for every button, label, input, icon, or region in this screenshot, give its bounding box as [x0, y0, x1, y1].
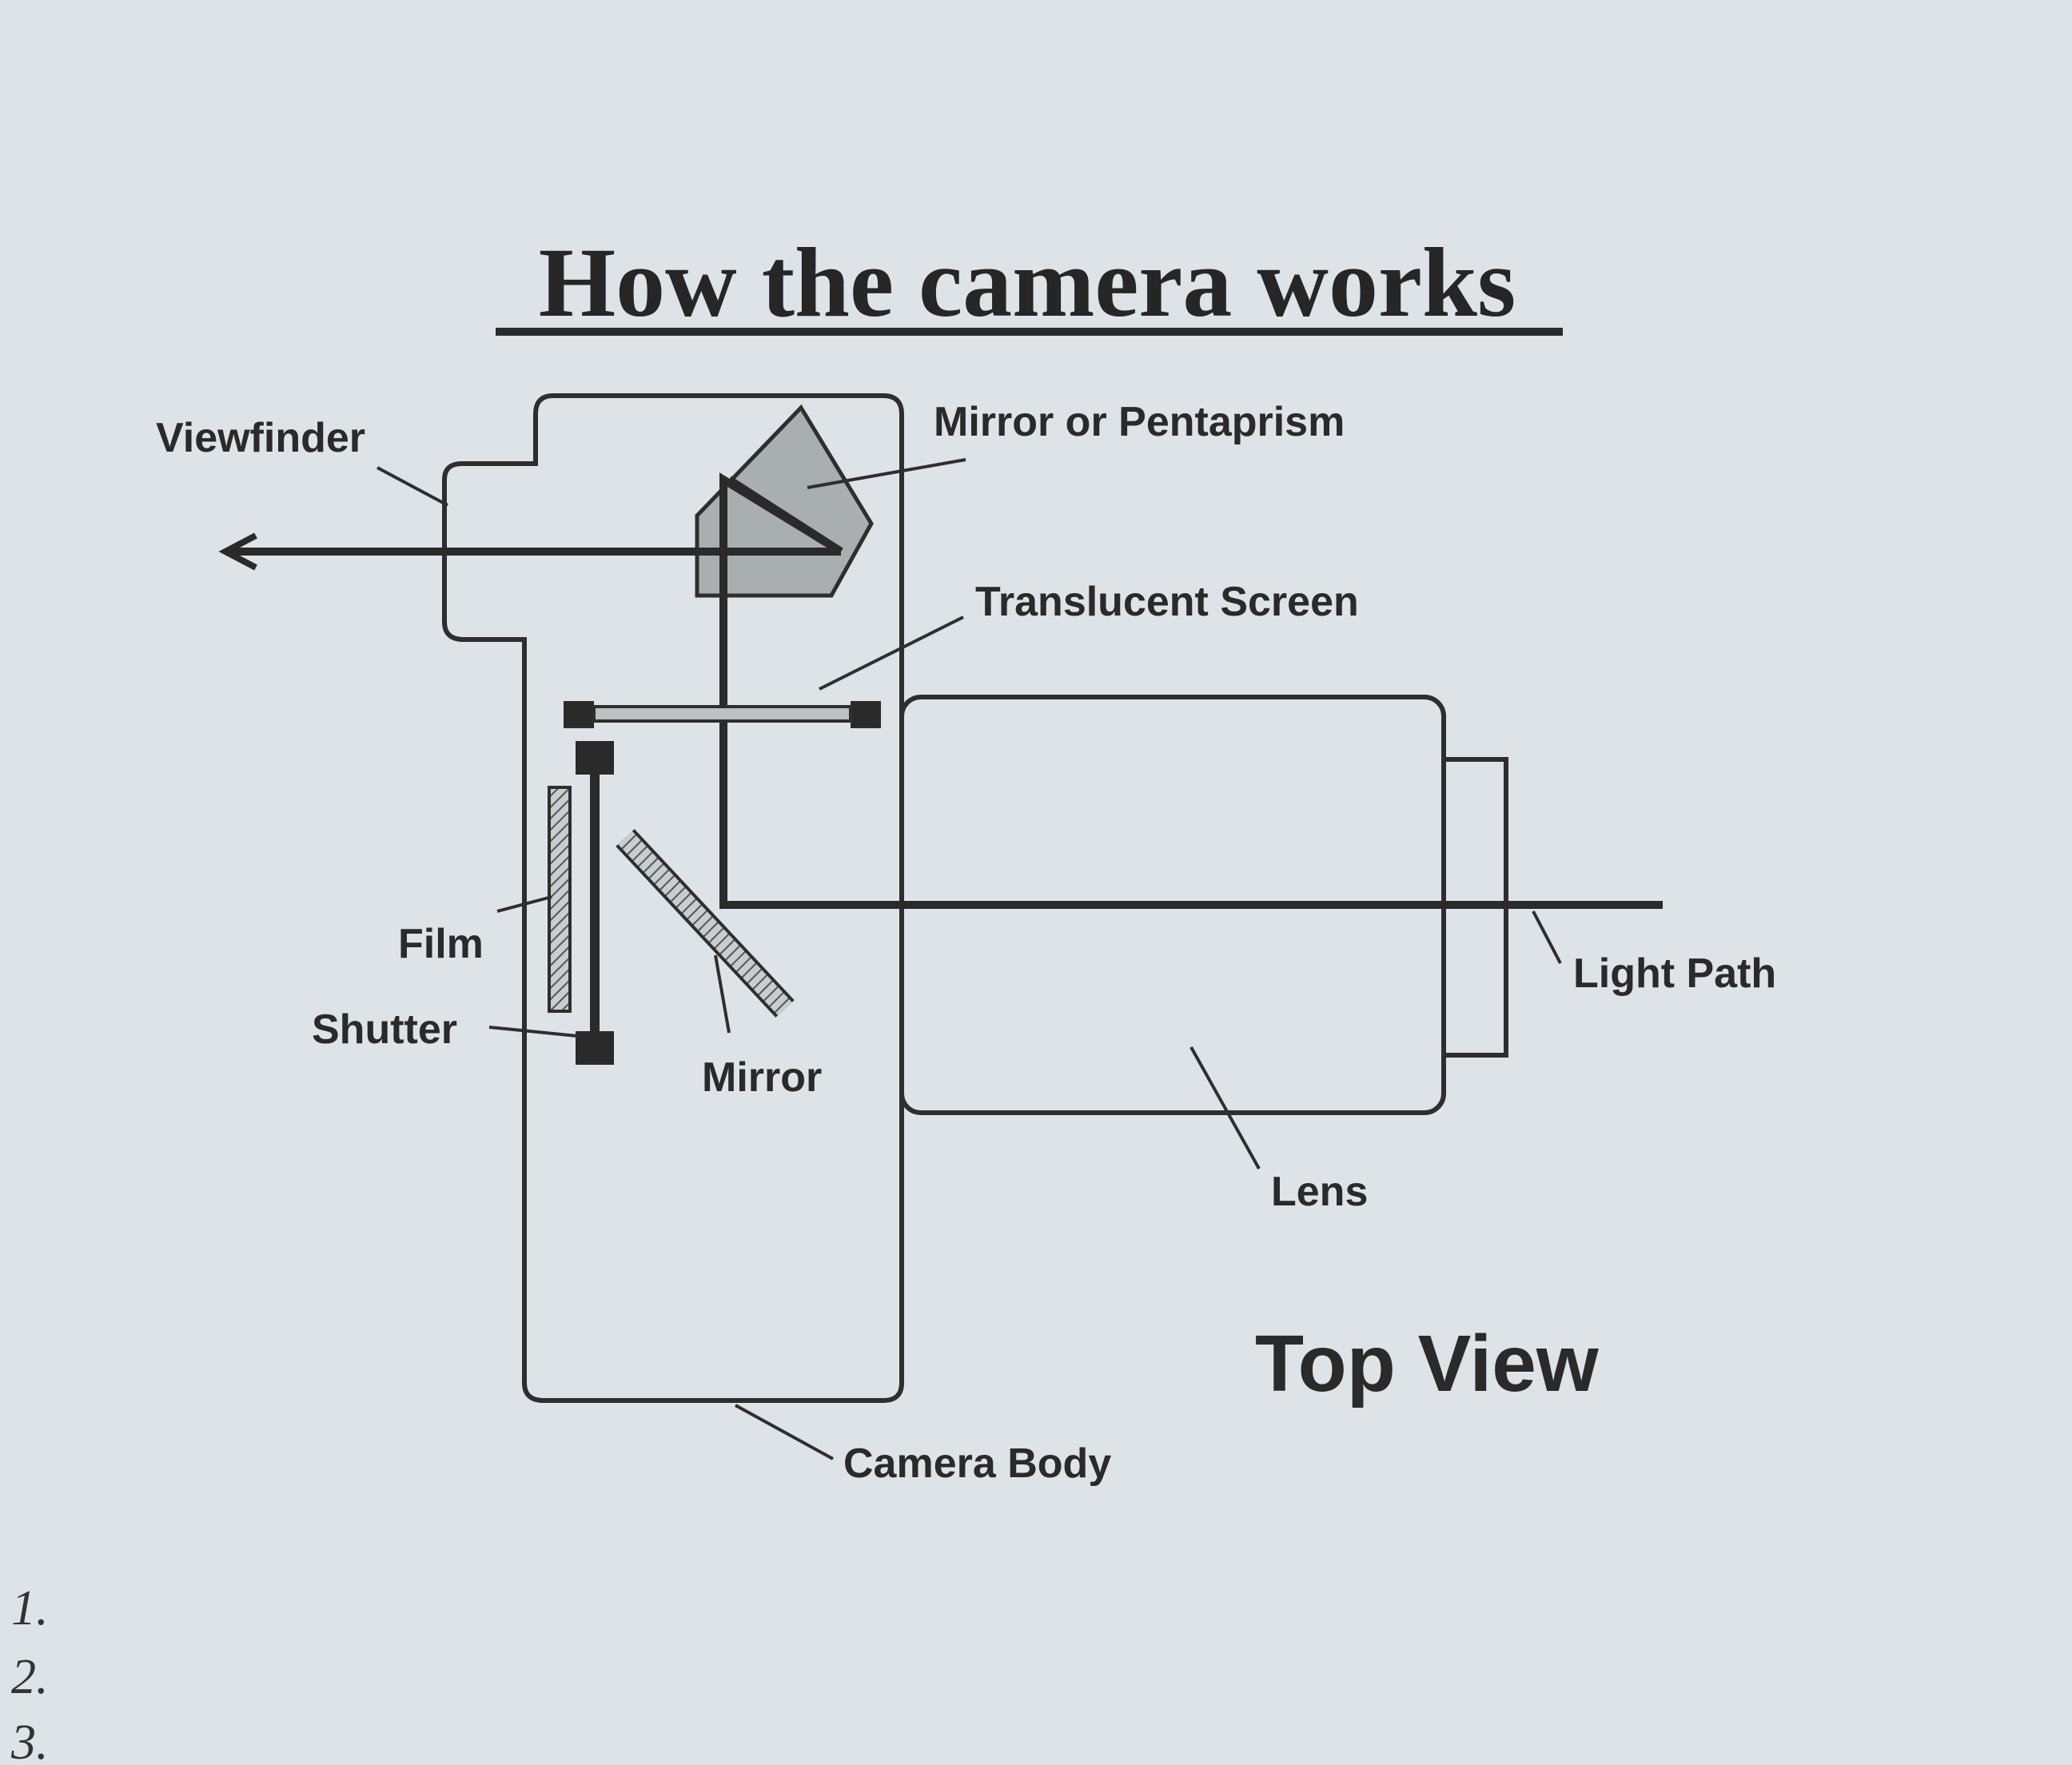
label-top-view: Top View: [1255, 1319, 1599, 1408]
translucent-screen: [592, 705, 852, 723]
title-underline: [496, 328, 1563, 336]
screen-leader: [819, 616, 964, 691]
page-title: How the camera works: [539, 228, 1516, 337]
film-leader: [496, 895, 552, 913]
screen-bracket-left: [564, 701, 594, 728]
label-viewfinder: Viewfinder: [156, 415, 365, 461]
arrow-head-icon: [218, 532, 257, 571]
label-light-path: Light Path: [1573, 950, 1776, 997]
list-item-3: 3.: [10, 1715, 49, 1765]
camera-body-leader: [735, 1404, 834, 1460]
light-path-leader: [1532, 910, 1562, 964]
label-camera-body: Camera Body: [843, 1440, 1111, 1487]
shutter-bottom-block: [576, 1031, 614, 1065]
pentaprism-leader: [807, 458, 966, 489]
film: [548, 786, 572, 1013]
shutter-top-block: [576, 741, 614, 775]
label-shutter: Shutter: [312, 1006, 457, 1053]
viewfinder-leader: [377, 466, 448, 507]
label-film: Film: [398, 921, 484, 967]
label-mirror-or-pentaprism: Mirror or Pentaprism: [934, 399, 1345, 445]
lens-leader: [1189, 1046, 1261, 1169]
screen-bracket-right: [851, 701, 881, 728]
shutter-leader: [488, 1026, 578, 1038]
mirror-leader: [714, 954, 731, 1034]
light-path-line: [719, 472, 1663, 909]
label-translucent-screen: Translucent Screen: [975, 579, 1359, 625]
label-mirror: Mirror: [702, 1054, 822, 1101]
label-lens: Lens: [1271, 1169, 1368, 1215]
list-item-2: 2.: [11, 1650, 49, 1704]
list-item-1: 1.: [11, 1581, 49, 1636]
mirror: [618, 831, 792, 1016]
shutter: [590, 775, 600, 1031]
